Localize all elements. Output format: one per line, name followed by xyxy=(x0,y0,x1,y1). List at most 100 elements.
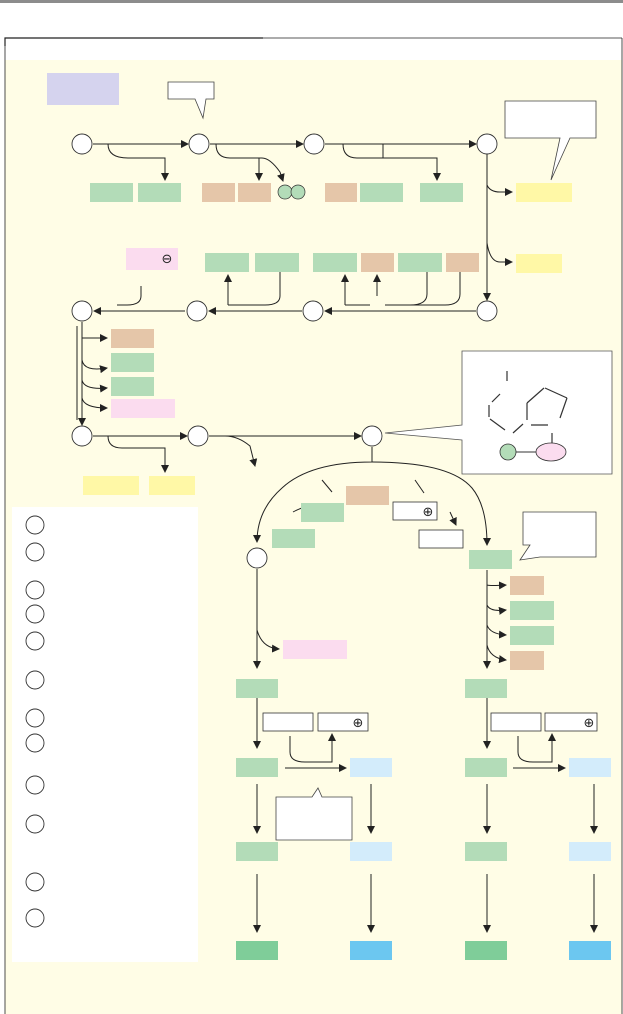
inhibit-symbol-1: ⊖ xyxy=(162,252,173,267)
pathway-box-12 xyxy=(255,253,299,272)
callout-right xyxy=(504,100,597,181)
pathway-box-26 xyxy=(469,550,512,569)
regulator-box-3 xyxy=(262,712,314,732)
pathway-node-4 xyxy=(476,133,498,155)
pathway-box-35 xyxy=(465,758,507,777)
pathway-edge-35 xyxy=(321,479,333,493)
frame-title-line xyxy=(4,37,263,46)
pathway-edge-22 xyxy=(117,286,142,306)
pathway-node-10 xyxy=(187,425,209,447)
legend-markers xyxy=(25,515,45,928)
pathway-node-2 xyxy=(188,133,210,155)
pathway-box-3 xyxy=(202,183,235,202)
regulator-box-1 xyxy=(392,501,438,521)
pathway-node-8 xyxy=(476,300,498,322)
pathway-edge-11 xyxy=(486,242,513,266)
pathway-box-7 xyxy=(420,183,463,202)
legend-marker-5 xyxy=(25,631,45,651)
pathway-node-1 xyxy=(71,133,93,155)
pathway-box-2 xyxy=(138,183,181,202)
legend-marker-6 xyxy=(25,670,45,690)
pathway-box-6 xyxy=(360,183,403,202)
pathway-box-16 xyxy=(446,253,479,272)
pathway-box-31 xyxy=(283,640,347,659)
legend-marker-7 xyxy=(25,708,45,728)
pathway-box-21 xyxy=(83,476,139,495)
pathway-node-3 xyxy=(303,133,325,155)
pathway-edges xyxy=(76,140,598,933)
pathway-box-39 xyxy=(465,842,507,861)
legend-marker-11 xyxy=(25,872,45,892)
pathway-box-11 xyxy=(205,253,249,272)
pathway-edge-26 xyxy=(81,379,108,393)
pathway-edge-43 xyxy=(486,604,507,615)
regulation-symbols: ⊖⊕⊕⊕ xyxy=(162,252,595,731)
pathway-box-19 xyxy=(111,377,154,396)
pathway-node-9 xyxy=(71,425,93,447)
pathway-edge-49 xyxy=(517,733,556,763)
phosphate-node xyxy=(499,443,517,461)
pathway-box-20 xyxy=(111,399,175,418)
pathway-edge-33 xyxy=(253,447,373,543)
pathway-edge-7 xyxy=(342,143,441,181)
pathway-box-13 xyxy=(313,253,357,272)
pathway-edge-34 xyxy=(371,461,491,546)
pathway-box-32 xyxy=(236,679,278,698)
pathway-box-25 xyxy=(272,529,315,548)
pathway-box-44 xyxy=(350,941,392,960)
pathway-node-7 xyxy=(302,300,324,322)
pathway-boxes xyxy=(83,183,611,960)
pathway-node-11 xyxy=(361,425,383,447)
pathway-edge-4 xyxy=(215,143,263,181)
pathway-edge-37 xyxy=(449,511,457,526)
pathway-edge-10 xyxy=(486,184,513,196)
pathway-edge-40 xyxy=(256,629,280,653)
activate-symbol-2: ⊕ xyxy=(423,505,434,520)
legend-marker-3 xyxy=(25,580,45,600)
cofactor-node-1 xyxy=(277,184,293,200)
pathway-edge-5 xyxy=(240,157,285,182)
ribose-node xyxy=(535,442,567,462)
pathway-edge-44 xyxy=(486,624,507,639)
pathway-box-43 xyxy=(465,941,507,960)
pathway-node-12 xyxy=(246,547,268,569)
pathway-box-41 xyxy=(569,842,611,861)
regulator-box-2 xyxy=(418,529,464,549)
pathway-edge-25 xyxy=(81,359,108,374)
pathway-edge-32 xyxy=(224,435,258,467)
pathway-edge-48 xyxy=(289,733,336,763)
legend-panel xyxy=(12,507,198,962)
pathway-box-28 xyxy=(510,601,554,620)
header-bar xyxy=(0,0,623,3)
pathway-nodes xyxy=(71,133,498,569)
pathway-box-18 xyxy=(111,353,154,372)
regulator-box-6 xyxy=(544,712,598,732)
legend-marker-1 xyxy=(25,515,45,535)
pathway-edge-19 xyxy=(228,268,281,306)
pathway-edge-30 xyxy=(107,435,169,473)
pathway-box-45 xyxy=(569,941,611,960)
pathway-box-4 xyxy=(238,183,271,202)
pathway-edge-27 xyxy=(81,397,108,412)
legend-marker-4 xyxy=(25,604,45,624)
legend-marker-8 xyxy=(25,733,45,753)
activate-symbol-4: ⊕ xyxy=(584,716,595,731)
pathway-edge-45 xyxy=(486,644,507,664)
pathway-box-22 xyxy=(149,476,195,495)
pathway-edge-36 xyxy=(414,479,425,494)
pathway-box-34 xyxy=(236,758,278,777)
pathway-box-5 xyxy=(325,183,357,202)
pathway-box-24 xyxy=(301,503,344,522)
legend-marker-10 xyxy=(25,814,45,834)
callout-top xyxy=(167,81,215,120)
pathway-box-27 xyxy=(510,576,544,595)
pathway-box-37 xyxy=(569,758,611,777)
pathway-box-42 xyxy=(236,941,278,960)
legend-marker-9 xyxy=(25,775,45,795)
pathway-box-17 xyxy=(111,329,154,348)
legend-marker-12 xyxy=(25,908,45,928)
pathway-edge-13 xyxy=(385,268,461,306)
pathway-box-29 xyxy=(510,626,554,645)
